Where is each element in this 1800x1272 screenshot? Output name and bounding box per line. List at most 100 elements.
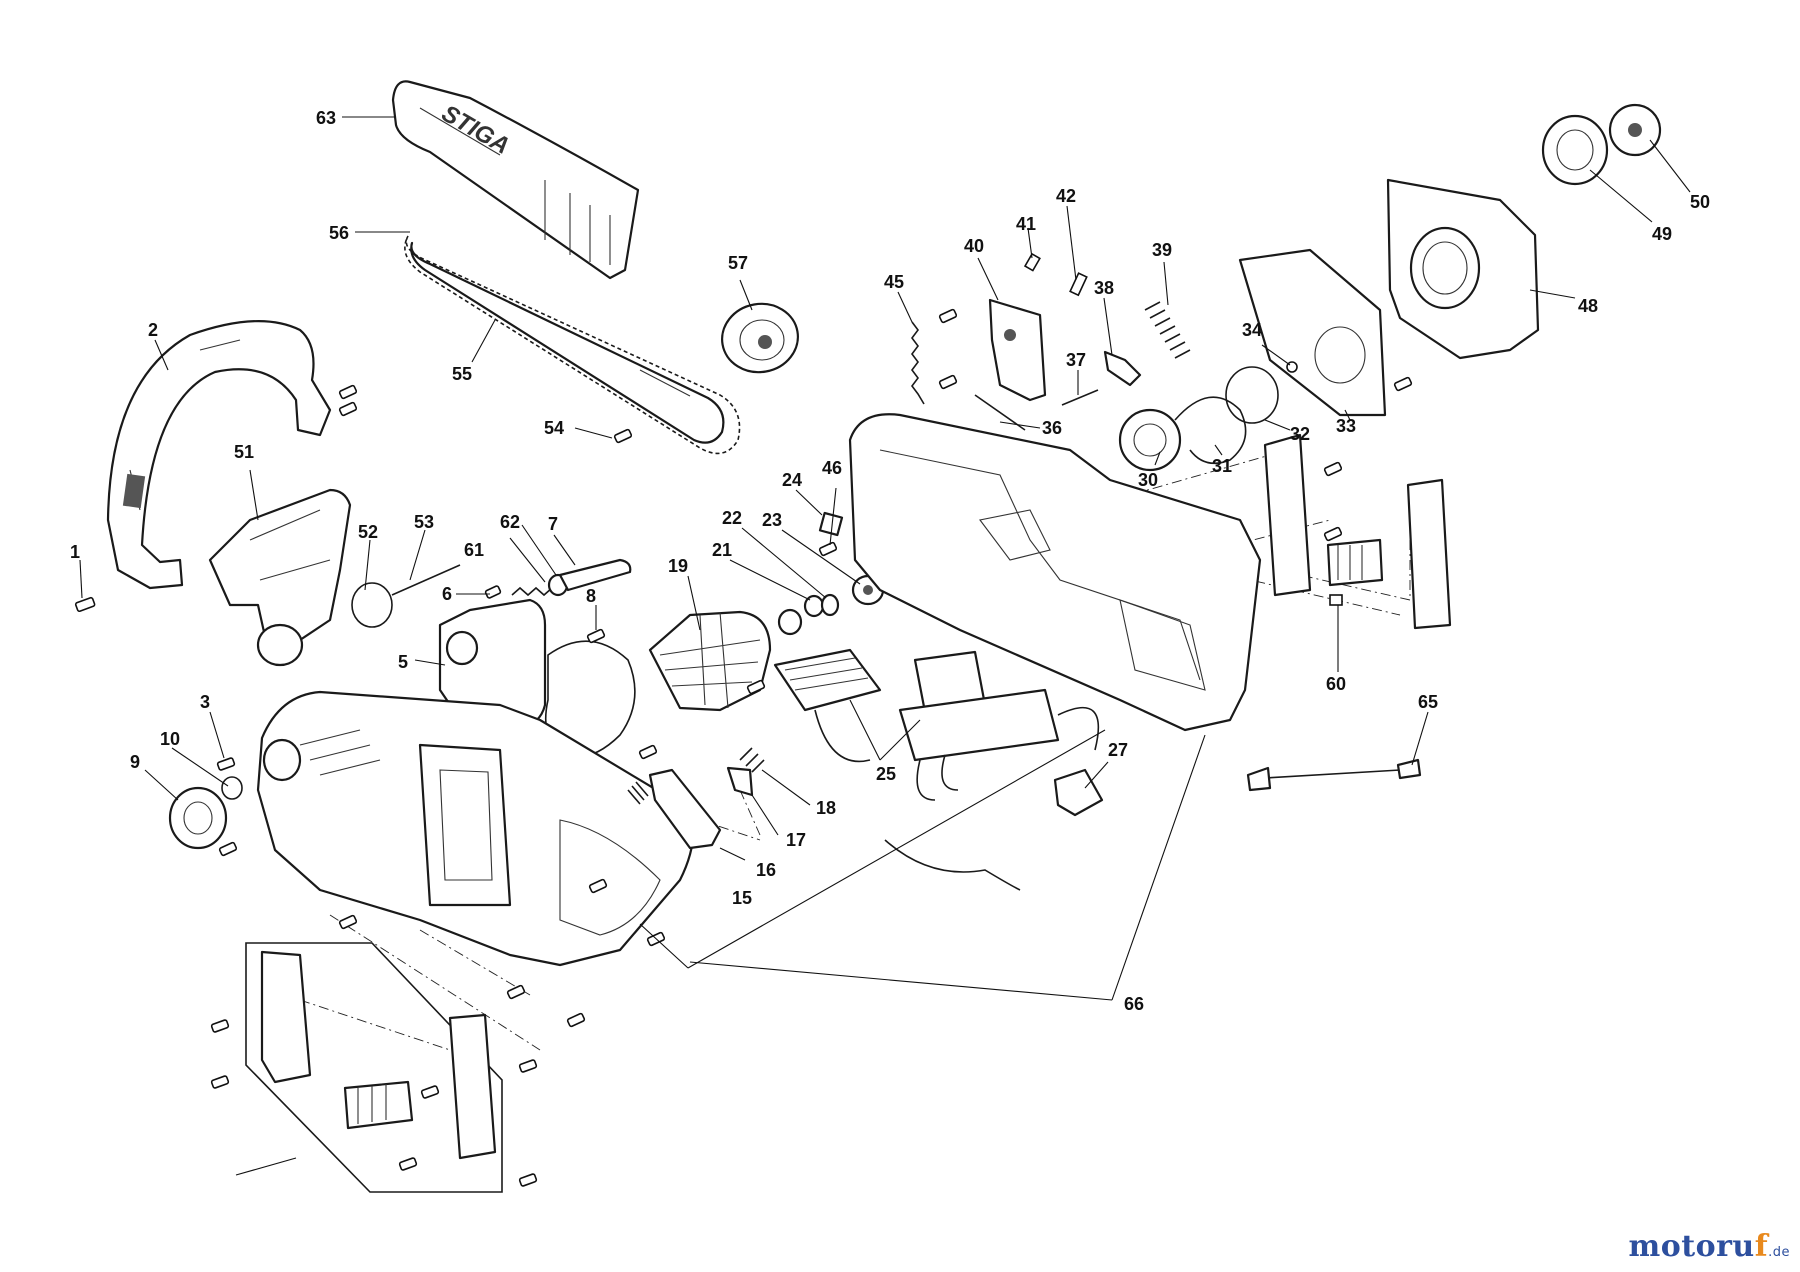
callout-50: 51 <box>234 442 254 462</box>
callout-60: 61 <box>464 540 484 560</box>
callout-16: 16 <box>756 860 776 880</box>
callout-37: 37 <box>1066 350 1086 370</box>
part-5-knob <box>168 786 228 850</box>
callout-24: 24 <box>782 470 802 490</box>
callout-57: 60 <box>1326 674 1346 694</box>
part-18-spring <box>739 747 765 773</box>
callout-53: 54 <box>544 418 564 438</box>
part-6-o-ring <box>221 776 243 800</box>
callout-19: 19 <box>668 556 688 576</box>
callout-62: 65 <box>1418 692 1438 712</box>
callout-5: 9 <box>130 752 140 772</box>
callout-34: 34 <box>1242 320 1262 340</box>
callout-23: 23 <box>762 510 782 530</box>
part-40-brake-switch <box>988 298 1047 402</box>
part-22-pinion <box>820 593 840 617</box>
part-53-screw <box>613 428 633 444</box>
callout-36: 36 <box>1042 418 1062 438</box>
watermark-main: motoru <box>1628 1229 1755 1264</box>
callout-54: 55 <box>452 364 472 384</box>
callout-18: 18 <box>816 798 836 818</box>
part-19-motor-armature <box>648 608 803 712</box>
site-watermark: motoruf.de <box>1628 1229 1790 1264</box>
part-50-rear-handle <box>208 488 352 667</box>
callout-49: 50 <box>1690 192 1710 212</box>
part-44-rack <box>911 321 925 405</box>
part-56-sprocket <box>721 302 799 374</box>
part-63-bar-cover: STIGA <box>391 80 640 280</box>
callout-21: 21 <box>712 540 732 560</box>
part-46-side-cover <box>1386 178 1540 360</box>
callout-6: 10 <box>160 729 180 749</box>
callout-25: 25 <box>876 764 896 784</box>
part-62-power-cable <box>1246 758 1422 792</box>
callout-44: 45 <box>884 272 904 292</box>
part-31-brake-band <box>1174 396 1247 465</box>
callout-39: 39 <box>1152 240 1172 260</box>
part-8-screw <box>484 585 502 599</box>
callout-40: 40 <box>964 236 984 256</box>
part-42-pin <box>1069 272 1088 297</box>
part-65-left-housing <box>256 690 695 967</box>
callout-27: 27 <box>1108 740 1128 760</box>
callout-56: 57 <box>728 253 748 273</box>
callout-65: 66 <box>1124 994 1144 1014</box>
part-9-oil-hose <box>558 558 632 592</box>
callout-8: 6 <box>442 584 452 604</box>
callout-61: 62 <box>500 512 520 532</box>
callout-17: 17 <box>786 830 806 850</box>
callout-33: 33 <box>1336 416 1356 436</box>
callout-52: 53 <box>414 512 434 532</box>
part-33-side-plate <box>1238 248 1387 417</box>
callout-9: 7 <box>548 514 558 534</box>
part-32-ring <box>1225 366 1279 424</box>
part-16-trigger <box>648 768 722 850</box>
callout-46: 48 <box>1578 296 1598 316</box>
callout-45: 46 <box>822 458 842 478</box>
callout-55: 56 <box>329 223 349 243</box>
part-54-guide-bar <box>410 241 725 444</box>
callout-30: 30 <box>1138 470 1158 490</box>
part-38-latch <box>1103 350 1142 387</box>
part-39-spring <box>1144 301 1191 359</box>
callout-3: 3 <box>200 692 210 712</box>
callout-41: 41 <box>1016 214 1036 234</box>
part-10-screw <box>586 628 606 644</box>
part-1-screw <box>74 596 96 613</box>
callout-31: 31 <box>1212 456 1232 476</box>
callout-42: 42 <box>1056 186 1076 206</box>
part-52-rod <box>391 564 461 596</box>
part-25-switch-module <box>773 648 1100 801</box>
loose-wire <box>884 839 1021 891</box>
part-45-screw <box>818 541 838 557</box>
part-2-front-handle <box>106 320 332 590</box>
part-3-screw <box>216 757 236 771</box>
watermark-tld: .de <box>1768 1245 1790 1260</box>
callout-63: 63 <box>316 108 336 128</box>
part-15-spring <box>627 781 649 805</box>
callout-2: 2 <box>148 320 158 340</box>
callout-7: 5 <box>398 652 408 672</box>
part-17-lever <box>726 766 754 797</box>
part-48-tension-wheel <box>1541 114 1609 186</box>
callout-1: 1 <box>70 542 80 562</box>
leader-lines <box>79 116 1691 1176</box>
callout-51: 52 <box>358 522 378 542</box>
part-66-switch-subassembly <box>210 942 538 1193</box>
callout-38: 38 <box>1094 278 1114 298</box>
callout-15: 15 <box>732 888 752 908</box>
callout-labels: 63 56 55 57 2 54 51 52 53 61 62 7 6 5 8 … <box>70 108 1710 1014</box>
part-41-pin <box>1023 252 1041 272</box>
part-57-connector-rails <box>1263 433 1452 630</box>
callout-48: 49 <box>1652 224 1672 244</box>
part-49-tension-knob <box>1608 103 1662 157</box>
misc-screws <box>218 308 1413 1028</box>
part-37-pin <box>1061 389 1099 406</box>
watermark-accent: f <box>1754 1229 1769 1264</box>
part-65-right-housing <box>848 413 1262 732</box>
callout-32: 32 <box>1290 424 1310 444</box>
part-30-clutch-drum <box>1118 408 1182 472</box>
part-60-filter-spring <box>511 586 553 597</box>
part-51-spring-clip <box>351 582 393 628</box>
